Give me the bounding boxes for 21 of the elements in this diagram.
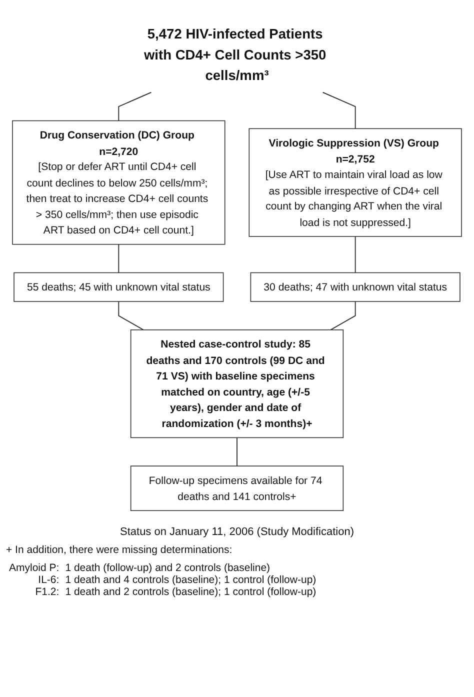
connector [118, 301, 144, 330]
missing-count: 1 death and 2 controls (baseline); 1 control (follow-up) [64, 586, 318, 598]
marker-name: IL-6: [37, 574, 60, 586]
status-note: Status on January 11, 2006 (Study Modification) [119, 526, 355, 538]
node-box: Nested case-control study: 85 deaths and 170 controls (99 DC and 71 VS) with baseline specimens matched on country, age (+/-5 years), gender and date of randomization (+/- 3 months)+ [130, 329, 344, 438]
marker-name: F1.2: [34, 586, 60, 598]
node-box: 30 deaths; 47 with unknown vital status [250, 272, 460, 302]
footnote-text: + In addition, there were missing determinations: [6, 544, 234, 556]
missing-count: 1 death and 4 controls (baseline); 1 control (follow-up) [64, 574, 318, 586]
node-box: Drug Conservation (DC) Group n=2,720 [Stop or defer ART until CD4+ cell count declines to below 250 cells/mm³; then treat to increase CD4+ cell counts > 350 cells/mm³; then use episodic ART based on CD4+ cell count.] [12, 120, 226, 245]
node-box: Follow-up specimens available for 74 deaths and 141 controls+ [130, 466, 344, 511]
connector [330, 301, 356, 330]
node-box: 55 deaths; 45 with unknown vital status [14, 272, 224, 302]
node-box: Virologic Suppression (VS) Group n=2,752 [Use ART to maintain viral load as low as possible irrespective of CD4+ cell count by changing ART when the viral load is not suppressed.] [248, 128, 462, 237]
connector [118, 92, 152, 122]
missing-count: 1 death (follow-up) and 2 controls (baseline) [64, 562, 272, 574]
node-text: 5,472 HIV-infected Patients with CD4+ Cell Counts >350 cells/mm³ [144, 26, 326, 84]
marker-name: Amyloid P: [8, 562, 60, 574]
connector [236, 437, 238, 467]
connector [118, 244, 120, 274]
connector [354, 236, 356, 274]
